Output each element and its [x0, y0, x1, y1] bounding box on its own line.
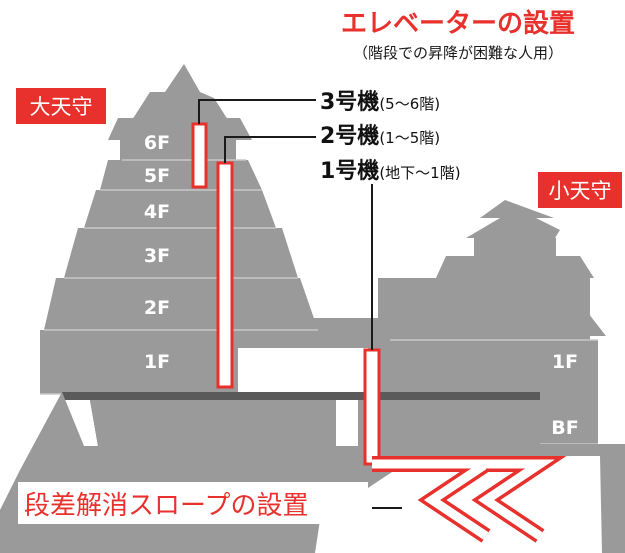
floor-label-5f: 5F	[144, 165, 170, 187]
elevator-1-shaft	[363, 348, 381, 466]
main-keep-roof-top	[132, 64, 228, 120]
elevator-2-range: (1〜5階)	[379, 129, 440, 147]
small-keep-roof-mid	[436, 256, 594, 278]
elevator-3-label: 3号機(5〜6階)	[320, 90, 440, 115]
main-keep-2f	[44, 278, 318, 330]
main-keep-label-bg	[16, 88, 106, 124]
slope-inner-2	[477, 459, 555, 540]
base-band	[62, 392, 540, 400]
elevator-1-label: 1号機(地下〜1階)	[320, 159, 461, 184]
small-keep-body	[378, 278, 590, 340]
small-keep	[378, 200, 606, 445]
diagram-subtitle: （階段での昇降が困難な人用）	[353, 44, 563, 62]
small-keep-bf	[536, 392, 598, 444]
floor-label-6f: 6F	[144, 132, 170, 154]
slope-label-bg	[18, 482, 368, 524]
small-keep-1f	[378, 340, 598, 392]
small-keep-label: 小天守	[549, 179, 612, 203]
small-keep-wall-top	[474, 238, 556, 256]
elevator-2-leader	[224, 136, 316, 163]
small-keep-eave	[578, 300, 606, 336]
elevator-3-range: (5〜6階)	[379, 95, 440, 113]
floor-label-3f: 3F	[144, 245, 170, 267]
courtyard	[238, 348, 368, 392]
main-keep	[40, 64, 318, 395]
floor-label-4f: 4F	[144, 201, 170, 223]
main-keep-label: 大天守	[30, 95, 93, 119]
elevator-3-shaft	[191, 122, 208, 189]
diagram-title: エレベーターの設置	[341, 8, 575, 39]
slope-path	[372, 456, 567, 543]
floor-label-2f: 2F	[144, 297, 170, 319]
small-floor-label-1f: 1F	[552, 351, 578, 373]
slope-label: 段差解消スロープの設置	[24, 491, 308, 521]
elevator-2-label: 2号機(1〜5階)	[320, 124, 440, 149]
elevator-2-name: 2号機	[320, 124, 379, 149]
elevator-1-name: 1号機	[320, 159, 379, 184]
main-keep-3f	[64, 228, 298, 278]
small-floor-label-bf: BF	[551, 417, 578, 439]
elevator-2-shaft	[216, 161, 234, 389]
floor-label-1f: 1F	[144, 351, 170, 373]
main-keep-4f	[84, 190, 276, 228]
elevator-3-leader	[198, 99, 316, 124]
main-keep-5f	[100, 160, 262, 190]
elevator-1-range: (地下〜1階)	[379, 164, 460, 182]
small-keep-roof-top	[466, 200, 560, 238]
small-keep-label-bg	[538, 172, 622, 208]
slope-inner	[372, 459, 501, 540]
main-keep-6f	[120, 125, 236, 160]
elevator-3-name: 3号機	[320, 90, 379, 115]
